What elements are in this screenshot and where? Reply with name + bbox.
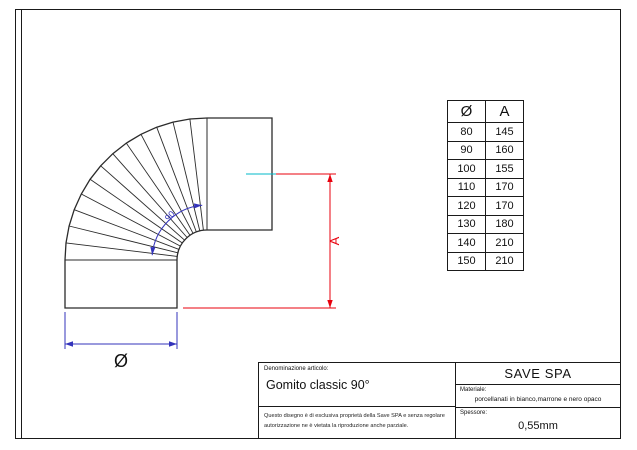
title-block-right: SAVE SPA Materiale: porcellanati in bian… (456, 363, 620, 438)
size-row: 120 170 (447, 196, 524, 216)
size-row: 90 160 (447, 140, 524, 160)
size-cell-diameter: 130 (447, 214, 486, 234)
size-cell-a: 210 (485, 233, 524, 253)
materiale-label: Materiale: (460, 387, 487, 393)
dim-a-arrow-top (327, 174, 333, 182)
materiale-value: porcellanati in bianco,marrone e nero op… (474, 396, 602, 403)
angle-arrow-start (150, 247, 156, 256)
dim-d-arrow-left (65, 341, 73, 347)
size-row: 140 210 (447, 233, 524, 253)
size-cell-diameter: 150 (447, 251, 486, 271)
title-block-left: Denominazione articolo: Gomito classic 9… (259, 363, 456, 438)
elbow-outline (64, 117, 273, 309)
size-table-header-diameter: Ø (447, 100, 486, 123)
elbow-segment-welds (65, 118, 204, 257)
elbow-seam-lines (65, 118, 208, 261)
angle-label: 90 (163, 209, 177, 223)
article-name: Gomito classic 90° (266, 378, 370, 392)
angle-dimension: 90 (150, 203, 203, 256)
size-cell-a: 145 (485, 122, 524, 142)
disclaimer-text: Questo disegno è di esclusiva proprietà … (264, 413, 445, 430)
material-cell: Materiale: porcellanati in bianco,marron… (456, 385, 620, 408)
size-cell-diameter: 100 (447, 159, 486, 179)
size-cell-a: 170 (485, 177, 524, 197)
size-cell-a: 180 (485, 214, 524, 234)
sheet-frame-margin-line (21, 9, 22, 439)
dim-a-label: A (327, 236, 342, 245)
size-table-header-row: Ø A (447, 100, 524, 123)
title-block: Denominazione articolo: Gomito classic 9… (258, 362, 621, 439)
dimension-a: A (183, 173, 342, 309)
size-row: 110 170 (447, 177, 524, 197)
size-cell-diameter: 140 (447, 233, 486, 253)
article-denomination-cell: Denominazione articolo: Gomito classic 9… (259, 363, 455, 407)
size-row: 80 145 (447, 122, 524, 142)
size-table-header-a: A (485, 100, 524, 123)
size-cell-diameter: 90 (447, 140, 486, 160)
size-table: Ø A 80 145 90 160 100 155 110 170 120 (447, 100, 524, 271)
size-row: 150 210 (447, 251, 524, 271)
dimension-diameter: Ø (64, 312, 178, 371)
size-row: 130 180 (447, 214, 524, 234)
dim-a-arrow-bottom (327, 300, 333, 308)
size-cell-a: 210 (485, 251, 524, 271)
angle-dimension-arc (151, 204, 203, 256)
spessore-value: 0,55mm (518, 420, 558, 432)
dim-d-arrow-right (169, 341, 177, 347)
denominazione-label: Denominazione articolo: (264, 366, 329, 372)
thickness-cell: Spessore: 0,55mm (456, 408, 620, 438)
company-name: SAVE SPA (456, 363, 620, 385)
size-cell-a: 170 (485, 196, 524, 216)
size-cell-diameter: 120 (447, 196, 486, 216)
spessore-label: Spessore: (460, 410, 488, 416)
size-cell-a: 155 (485, 159, 524, 179)
size-cell-diameter: 110 (447, 177, 486, 197)
angle-arrow-end (194, 203, 203, 209)
size-cell-diameter: 80 (447, 122, 486, 142)
size-row: 100 155 (447, 159, 524, 179)
size-cell-a: 160 (485, 140, 524, 160)
dim-diameter-label: Ø (114, 351, 128, 371)
